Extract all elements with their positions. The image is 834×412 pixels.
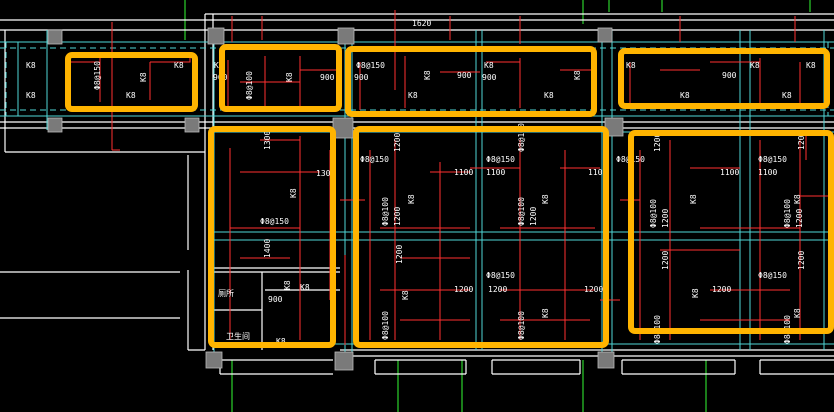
dim-label: 900 <box>722 71 737 80</box>
k8-label: K8 <box>126 91 136 100</box>
dim-label: 1200 <box>395 245 404 264</box>
dim-label: 1300 <box>316 169 335 178</box>
k8-label: K8 <box>806 61 816 70</box>
k8-label: K8 <box>544 91 554 100</box>
dim-label: 1100 <box>758 168 777 177</box>
spacing-label: Φ8@100 <box>517 311 526 340</box>
k8-label: K8 <box>793 194 802 204</box>
top-dimension: 1620 <box>412 19 431 28</box>
highlight-box <box>353 126 609 348</box>
dim-label: 1200 <box>653 133 662 152</box>
dim-label: 1200 <box>661 251 670 270</box>
rebar-lines <box>70 10 830 345</box>
highlight-box <box>208 126 336 348</box>
k8-label: K8 <box>26 61 36 70</box>
dim-label: 900 <box>320 73 335 82</box>
dim-label: 900 <box>268 295 283 304</box>
k8-label: K8 <box>793 308 802 318</box>
highlight-box <box>65 52 198 112</box>
dim-label: 1200 <box>661 209 670 228</box>
dim-label: 1200 <box>797 251 806 270</box>
dim-label: 1100 <box>720 168 739 177</box>
k8-label: K8 <box>626 61 636 70</box>
spacing-label: Φ8@100 <box>517 123 526 152</box>
dim-label: 1200 <box>795 209 804 228</box>
k8-label: K8 <box>408 91 418 100</box>
spacing-label: Φ8@100 <box>783 199 792 228</box>
k8-label: K8 <box>401 290 410 300</box>
k8-label: K8 <box>541 308 550 318</box>
spacing-label: Φ8@100 <box>649 199 658 228</box>
dim-label: 1200 <box>454 285 473 294</box>
k8-label: K8 <box>573 70 582 80</box>
k8-label: K8 <box>276 337 286 346</box>
k8-label: K8 <box>407 194 416 204</box>
k8-label: K8 <box>174 61 184 70</box>
dim-label: 1400 <box>263 239 272 258</box>
spacing-label: Φ8@150 <box>758 271 787 280</box>
k8-label: K8 <box>139 72 148 82</box>
spacing-label: Φ8@150 <box>356 61 385 70</box>
k8-label: K8 <box>691 288 700 298</box>
dim-label: 1300 <box>263 131 272 150</box>
k8-label: K8 <box>782 91 792 100</box>
dim-label: 900 <box>354 73 369 82</box>
highlight-boxes <box>65 44 834 348</box>
k8-label: K8 <box>423 70 432 80</box>
spacing-label: Φ8@100 <box>245 71 254 100</box>
k8-label: K8 <box>289 188 298 198</box>
spacing-label: Φ8@150 <box>486 271 515 280</box>
k8-label: K8 <box>750 61 760 70</box>
highlight-box <box>219 44 342 112</box>
dim-label: 1100 <box>588 168 607 177</box>
dim-label: 1200 <box>529 207 538 226</box>
dim-label: 1200 <box>393 207 402 226</box>
dim-label: 1200 <box>797 131 806 150</box>
dim-label: 1200 <box>393 133 402 152</box>
k8-label: K8 <box>689 194 698 204</box>
spacing-label: Φ8@100 <box>517 197 526 226</box>
dim-label: 900 <box>482 73 497 82</box>
dim-label: 1100 <box>454 168 473 177</box>
highlight-box <box>618 48 830 109</box>
spacing-label: Φ8@150 <box>758 155 787 164</box>
spacing-label: Φ8@150 <box>360 155 389 164</box>
k8-label: K8 <box>680 91 690 100</box>
room-label-washroom: 卫生间 <box>226 331 250 341</box>
spacing-label: Φ8@150 <box>486 155 515 164</box>
spacing-label: Φ8@100 <box>381 197 390 226</box>
k8-label: K8 <box>541 194 550 204</box>
dim-label: 900 <box>457 71 472 80</box>
k8-label: K8 <box>300 283 310 292</box>
columns <box>47 27 624 371</box>
highlight-box <box>628 130 834 334</box>
spacing-label: Φ8@150 <box>93 61 102 90</box>
room-label-toilet: 厕所 <box>218 288 234 298</box>
dim-label: 1200 <box>584 285 603 294</box>
k8-label: K8 <box>214 61 224 70</box>
dim-label: 1200 <box>488 285 507 294</box>
dim-label: 1100 <box>486 168 505 177</box>
spacing-label: Φ8@150 <box>260 217 289 226</box>
k8-label: K8 <box>283 280 292 290</box>
k8-label: K8 <box>26 91 36 100</box>
k8-label: K8 <box>285 72 294 82</box>
dim-label: 1200 <box>712 285 731 294</box>
highlight-box <box>345 46 597 117</box>
spacing-label: Φ8@100 <box>381 311 390 340</box>
k8-label: K8 <box>484 61 494 70</box>
